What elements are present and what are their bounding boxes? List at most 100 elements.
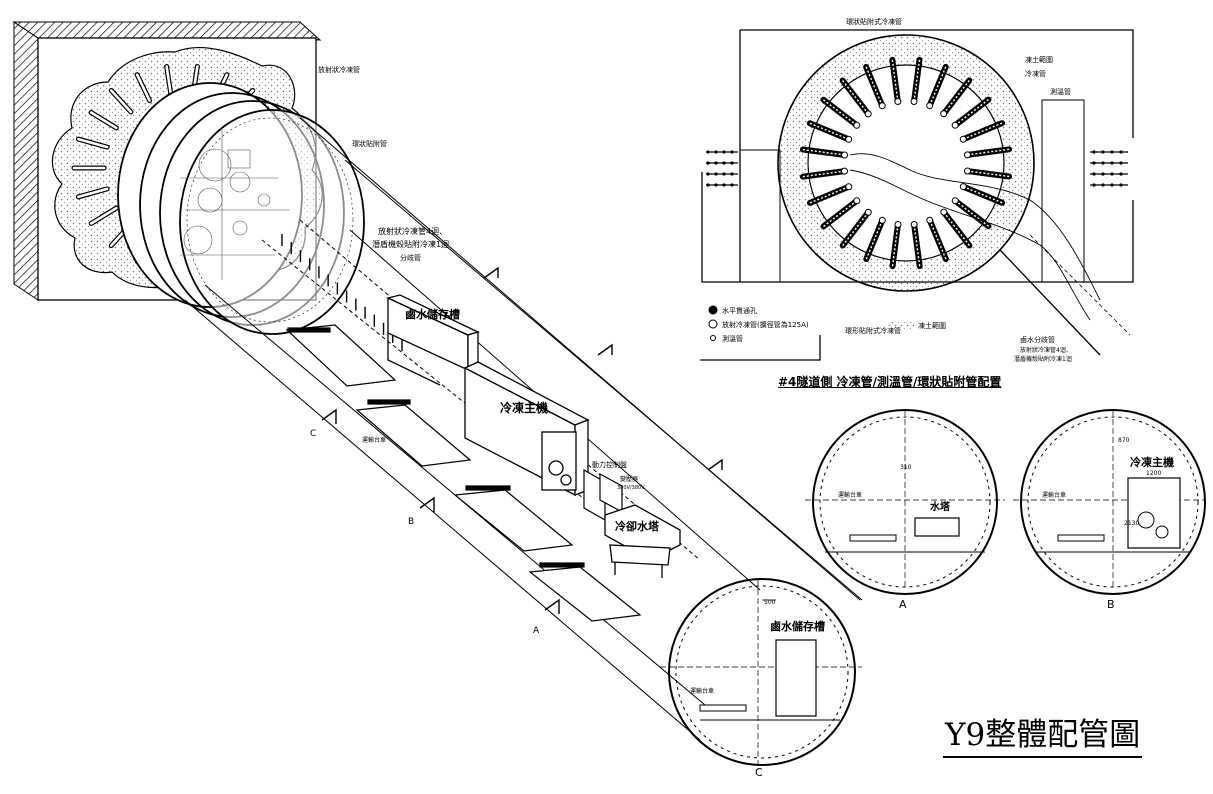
- plan-tube-core: [809, 122, 849, 140]
- chiller-label: 冷凍主機: [500, 400, 548, 415]
- plan-temp-pipe: 測溫管: [1050, 87, 1071, 96]
- section-b: [1013, 409, 1206, 595]
- plan-tube-end: [963, 151, 971, 159]
- transport-cars: [285, 324, 642, 622]
- plan-tube-end: [926, 216, 934, 224]
- legend-hatch-label: 凍土範圍: [918, 321, 946, 330]
- section-c-circle: [660, 578, 862, 770]
- plan-tube-core: [954, 200, 989, 227]
- manifold-dot: [1110, 161, 1114, 165]
- plan-tube-end: [845, 135, 853, 143]
- plan-tube-end: [864, 110, 872, 118]
- manifold-dot: [1101, 150, 1105, 154]
- plan-tube-end: [845, 183, 853, 191]
- plan-tube-core: [842, 211, 869, 246]
- manifold-dot: [1119, 172, 1123, 176]
- plan-tube-core: [929, 66, 947, 106]
- plan-tube-core: [823, 99, 858, 126]
- manifold-dot: [722, 172, 726, 176]
- manifold-dot: [1119, 183, 1123, 187]
- manifold-dot: [722, 161, 726, 165]
- manifold-dot: [714, 150, 718, 154]
- plan-tube-end: [963, 167, 971, 175]
- manifold-dot: [1101, 172, 1105, 176]
- manifold-dot: [722, 183, 726, 187]
- plan-tube-end: [894, 220, 902, 228]
- plan-tube-core: [954, 99, 989, 126]
- plan-tube-end: [910, 220, 918, 228]
- legend-open-circle: [708, 319, 718, 329]
- plan-tube-end: [910, 98, 918, 106]
- radial-tube-core: [135, 73, 151, 102]
- plan-tube-core: [913, 224, 921, 267]
- radial-tube-core: [165, 65, 173, 96]
- cooling-tower: [604, 504, 681, 578]
- manifold-dot: [1101, 161, 1105, 165]
- manifold-dot: [714, 172, 718, 176]
- plan-tube-core: [809, 186, 850, 204]
- plan-tube-end: [894, 98, 902, 106]
- plan-top-label: 環狀貼附式冷凍管: [846, 17, 902, 26]
- page-title: Y9整體配管圖: [943, 716, 1143, 758]
- plan-tube-core: [963, 186, 1003, 204]
- manifold-dot: [714, 161, 718, 165]
- install-note-1: 放射狀冷凍管4迴、: [378, 226, 447, 236]
- plan-tube-core: [943, 211, 970, 246]
- manifold-dot: [1092, 150, 1096, 154]
- plan-tube-core: [842, 80, 869, 115]
- plan-tube-core: [943, 80, 970, 115]
- power-panel-label: 動力控制盤: [592, 460, 627, 469]
- manifold-dot: [706, 150, 710, 154]
- manifold-dot: [1092, 183, 1096, 187]
- section-a: [805, 409, 1005, 595]
- section-c-equip: 鹵水儲存槽: [770, 619, 825, 633]
- plan-tube-core: [802, 148, 845, 156]
- plan-tube-core: [865, 220, 883, 260]
- legend-1: 水平貫通孔: [722, 306, 757, 315]
- manifold-dot: [730, 150, 734, 154]
- manifold-dot: [1110, 172, 1114, 176]
- plan-tube-core: [891, 59, 899, 102]
- section-b-dim-width: 1200: [1146, 470, 1161, 477]
- section-a-letter: A: [899, 598, 907, 611]
- section-b-car: 運輸台車: [1042, 491, 1066, 499]
- manifold-dot: [1101, 183, 1105, 187]
- plan-freeze-pipe: 冷凍管: [1025, 69, 1046, 78]
- ring-pipe-note: 環狀貼附管: [352, 139, 387, 148]
- plan-tube-end: [841, 167, 849, 175]
- plan-tube-core: [802, 170, 845, 178]
- manifold-dot: [714, 183, 718, 187]
- plan-view: [700, 29, 1134, 361]
- plan-tube-end: [959, 135, 967, 143]
- manifold-dot: [722, 150, 726, 154]
- section-c-dim: 500: [764, 599, 776, 606]
- manifold-dot: [1092, 161, 1096, 165]
- plan-tube-core: [967, 148, 1010, 156]
- branch-pipe-run: [281, 234, 403, 351]
- section-a-car: 運輸台車: [838, 491, 862, 499]
- section-letter-b: B: [408, 517, 414, 527]
- plan-tube-end: [878, 216, 886, 224]
- plan-frozen-range: 凍土範圍: [1025, 55, 1053, 64]
- section-b-equip: 冷凍主機: [1130, 455, 1174, 469]
- plan-tube-core: [823, 200, 858, 227]
- manifold-dot: [730, 183, 734, 187]
- section-a-dim: 310: [900, 464, 912, 471]
- plan-title: #4隧道側 冷凍管/測溫管/環狀貼附管配置: [778, 375, 1002, 389]
- plan-tube-core: [962, 122, 1003, 140]
- legend-hatch-swatch: [888, 321, 914, 329]
- section-b-dim-top: 870: [1118, 437, 1130, 444]
- plan-tube-core: [929, 219, 947, 260]
- radial-tube-core: [109, 89, 133, 114]
- legend-3: 測溫管: [722, 334, 743, 343]
- install-note-2: 潛盾機殼貼附冷凍1迴: [372, 239, 449, 249]
- brine-branch-label: 鹵水分歧管: [1020, 335, 1055, 344]
- legend-2: 放射冷凍管(擴徑管為125A): [722, 320, 809, 329]
- manifold-dot: [706, 161, 710, 165]
- radial-tube-core: [77, 137, 109, 149]
- manifold-dot: [1119, 150, 1123, 154]
- section-b-letter: B: [1107, 598, 1115, 611]
- manifold-dot: [1092, 172, 1096, 176]
- branch-pipe-label: 分歧管: [400, 253, 421, 262]
